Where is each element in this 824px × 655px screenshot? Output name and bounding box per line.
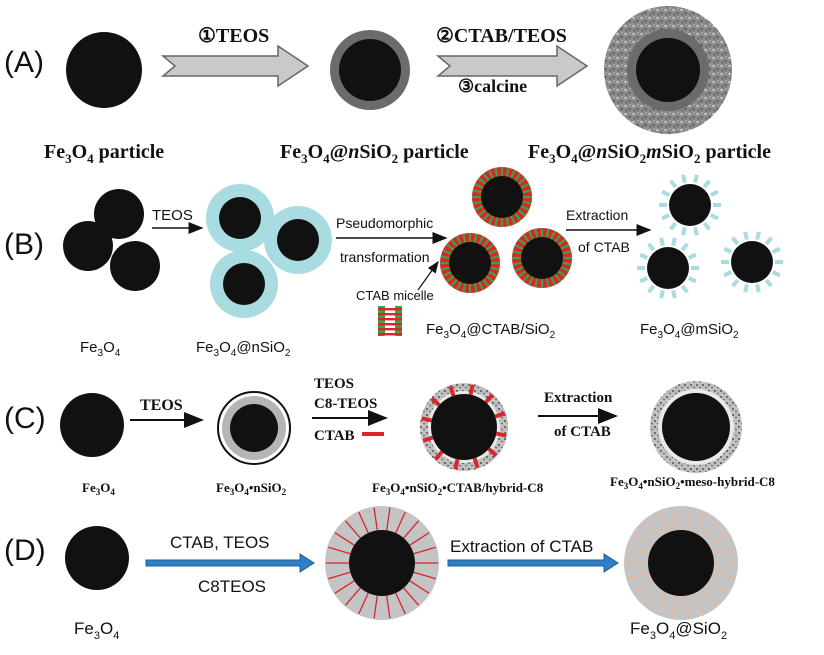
row-a-arrow-2 [435, 44, 589, 88]
row-b-fe3o4-2 [63, 221, 113, 271]
row-b-arrow-3-label-top: Extraction [566, 207, 628, 223]
row-b-caption-3: Fe3O4@CTAB/SiO2 [426, 321, 556, 341]
row-c-caption-2: Fe3O4•nSiO2 [216, 480, 287, 497]
row-b-label: (B) [4, 228, 44, 261]
row-c-caption-4: Fe3O4•nSiO2•meso-hybrid-C8 [610, 474, 775, 491]
row-d-fe3o4-particle [65, 526, 129, 590]
row-b-ctab-sio2-particles [440, 167, 572, 293]
row-c-core [230, 404, 278, 452]
row-a-arrow-2-label-top: ②CTAB/TEOS [436, 25, 567, 47]
row-c-meso-hybrid-particle [650, 381, 742, 473]
row-a-label: (A) [4, 46, 44, 79]
row-b-ctab-micelle-icon [378, 306, 402, 336]
row-b-arrow-2-label-bottom: transformation [340, 249, 429, 265]
row-b-fe3o4-3 [110, 241, 160, 291]
row-d-label: (D) [4, 534, 46, 567]
row-b-arrow-2-label-top: Pseudomorphic [336, 215, 433, 231]
row-d-caption-2: Fe3O4@SiO2 [630, 619, 727, 642]
row-a-arrow-2-label-bottom: ③calcine [458, 76, 527, 96]
row-d-arrow-1 [145, 553, 315, 573]
row-d-arrow-2-label: Extraction of CTAB [450, 537, 593, 556]
row-c-ctab-legend-swatch [362, 432, 384, 436]
row-d-ctab-particle [325, 506, 439, 620]
row-c-arrow-2-label-1: TEOS [314, 376, 354, 392]
row-b-nsio2-particles [206, 184, 332, 318]
row-b-arrow-3-label-bottom: of CTAB [578, 239, 630, 255]
row-c-fe3o4-particle [60, 393, 124, 457]
row-c-arrow-1-label: TEOS [140, 397, 183, 414]
row-a-core-2 [636, 38, 700, 102]
row-b-micelle-pointer [417, 261, 439, 291]
row-b-caption-4: Fe3O4@mSiO2 [640, 321, 739, 341]
row-a-caption-3: Fe3O4@nSiO2mSiO2 particle [528, 141, 771, 166]
row-a-caption-2: Fe3O4@nSiO2 particle [280, 141, 469, 166]
row-c-ctab-hybrid-particle [420, 383, 508, 471]
row-c-arrow-2-label-3: CTAB [314, 428, 355, 444]
row-c-caption-1: Fe3O4 [82, 480, 115, 497]
row-d-sio2-particle [624, 506, 738, 620]
row-a-caption-1: Fe3O4 particle [44, 141, 164, 166]
row-a-arrow-1-label: ①TEOS [198, 25, 269, 47]
row-d-arrow-1-label-bottom: C8TEOS [198, 577, 266, 596]
row-b-fe3o4-1 [94, 189, 144, 239]
row-c-arrow-3-label-top: Extraction [544, 390, 613, 406]
row-c-arrow-2-label-2: C8-TEOS [314, 396, 377, 412]
row-c-arrow-3-label-bottom: of CTAB [554, 424, 611, 440]
row-d-caption-1: Fe3O4 [74, 619, 119, 642]
row-b-msio2-particles [637, 174, 783, 299]
row-a-arrow-1 [160, 44, 310, 88]
row-b-arrow-1-label: TEOS [152, 207, 193, 224]
row-b-micelle-label: CTAB micelle [356, 288, 434, 303]
row-b-caption-2: Fe3O4@nSiO2 [196, 339, 291, 359]
row-c-caption-3: Fe3O4•nSiO2•CTAB/hybrid-C8 [372, 480, 544, 497]
row-d-arrow-2 [447, 553, 619, 573]
row-a-core [339, 39, 401, 101]
row-d-arrow-1-label-top: CTAB, TEOS [170, 533, 270, 552]
row-b-caption-1: Fe3O4 [80, 339, 121, 359]
row-a-fe3o4-particle [66, 32, 142, 108]
row-c-label: (C) [4, 402, 46, 435]
